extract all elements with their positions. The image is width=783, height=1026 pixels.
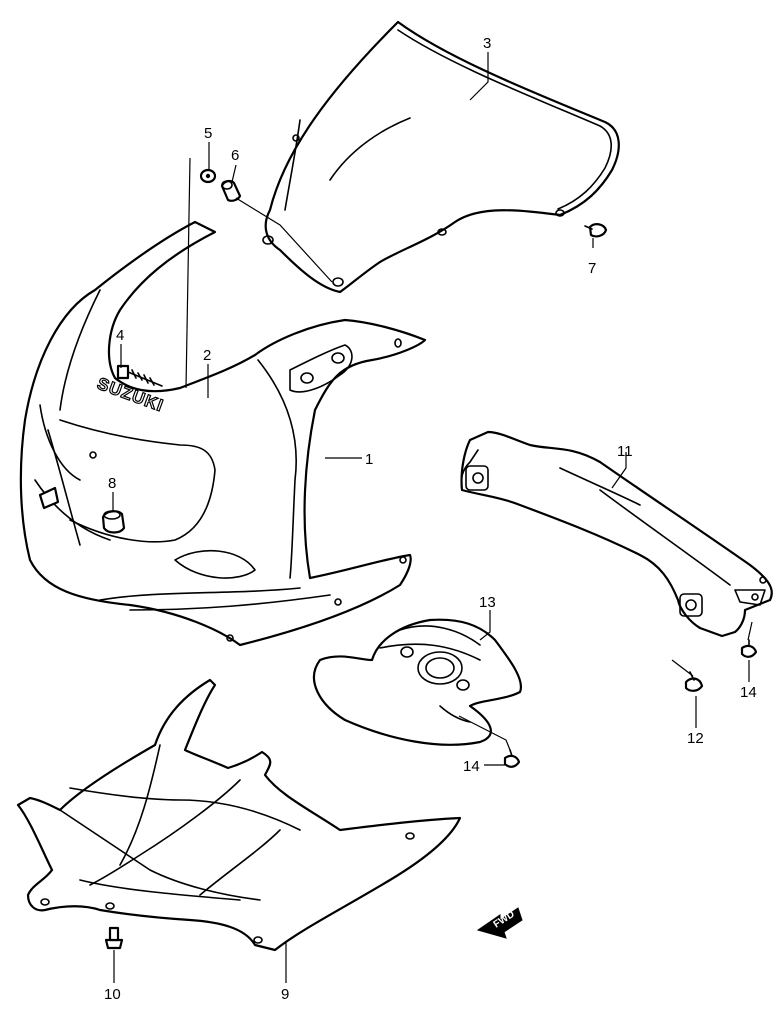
grommet-part-6: [220, 179, 242, 202]
callout-6: 6: [231, 147, 239, 164]
callout-14-right: 14: [740, 684, 757, 701]
screw-part-7: [584, 223, 608, 238]
callout-1: 1: [365, 451, 373, 468]
windscreen-part: [262, 20, 620, 294]
callout-14-center: 14: [463, 758, 480, 775]
screw-part-14-right: [740, 639, 758, 658]
washer-part-5: [199, 168, 217, 184]
fwd-arrow-icon: FWD: [476, 907, 523, 939]
callout-13: 13: [479, 594, 496, 611]
clip-part-10: [104, 926, 124, 950]
callout-4: 4: [116, 327, 124, 344]
leader-lines: [112, 52, 753, 983]
screw-part-4: [116, 364, 163, 387]
callout-10: 10: [104, 986, 121, 1003]
lower-cowling-part: [16, 678, 462, 952]
callout-8: 8: [108, 475, 116, 492]
screw-part-12: [684, 671, 704, 692]
callout-11: 11: [617, 443, 633, 460]
callout-3: 3: [483, 35, 491, 52]
callout-9: 9: [281, 986, 289, 1003]
grommet-part-8: [101, 510, 126, 534]
screw-part-14-center: [503, 749, 521, 768]
inner-panel-part: [460, 430, 773, 638]
callout-7: 7: [588, 260, 596, 277]
duct-panel-part: [312, 618, 523, 746]
callout-5: 5: [204, 125, 212, 142]
callout-labels: 1 2 3 4 5 6 7 8 9 10 11 12 13 14 14: [104, 35, 757, 1003]
upper-cowling-part: SUZUKI: [19, 220, 427, 647]
callout-2: 2: [203, 347, 211, 364]
callout-12: 12: [687, 730, 704, 747]
